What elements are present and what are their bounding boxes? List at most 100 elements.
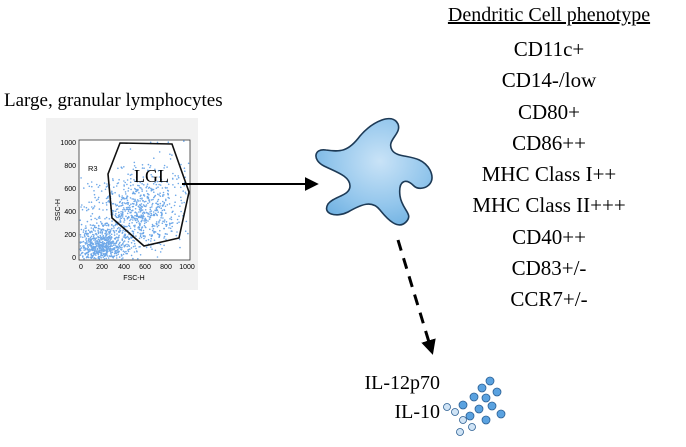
scatter-point	[131, 205, 134, 208]
scatter-point	[135, 190, 137, 193]
scatter-point	[143, 193, 145, 196]
scatter-point	[95, 226, 98, 229]
scatter-point	[84, 243, 87, 245]
scatter-point	[107, 248, 110, 250]
scatter-point	[94, 243, 97, 245]
scatter-point	[149, 206, 152, 209]
scatter-point	[169, 218, 171, 220]
scatter-point	[79, 234, 82, 236]
scatter-point	[93, 239, 95, 241]
scatter-point	[126, 235, 129, 238]
scatter-point	[91, 212, 94, 215]
scatter-point	[171, 154, 173, 156]
scatter-point	[114, 223, 117, 226]
scatter-point	[167, 141, 170, 143]
scatter-point	[105, 257, 107, 260]
scatter-point	[114, 224, 116, 227]
scatter-point	[126, 208, 129, 210]
scatter-point	[100, 257, 102, 259]
scatter-point	[139, 204, 142, 207]
scatter-point	[93, 257, 96, 259]
scatter-point	[126, 243, 128, 246]
scatter-point	[97, 252, 99, 255]
scatter-point	[85, 227, 87, 229]
scatter-point	[172, 184, 174, 186]
scatter-point	[81, 251, 84, 254]
scatter-point	[128, 222, 131, 225]
scatter-point	[85, 256, 88, 259]
scatter-point	[146, 211, 148, 214]
scatter-point	[104, 254, 106, 257]
scatter-point	[88, 248, 91, 250]
scatter-point	[148, 186, 151, 189]
scatter-point	[118, 250, 120, 253]
scatter-point	[185, 192, 187, 195]
scatter-point	[138, 226, 141, 229]
scatter-point	[112, 244, 115, 246]
scatter-point	[91, 224, 93, 227]
scatter-point	[97, 243, 99, 245]
x-tick: 0	[79, 264, 83, 271]
scatter-point	[156, 214, 158, 217]
scatter-point	[95, 257, 97, 260]
scatter-point	[161, 247, 163, 250]
scatter-point	[183, 140, 185, 142]
scatter-point	[108, 236, 111, 238]
scatter-point	[159, 195, 162, 197]
scatter-point	[109, 234, 111, 237]
scatter-point	[95, 241, 97, 243]
scatter-point	[170, 222, 173, 224]
scatter-point	[127, 237, 129, 239]
phenotype-marker: CD83+/-	[511, 256, 587, 281]
phenotype-marker: CCR7+/-	[510, 287, 588, 312]
scatter-point	[87, 229, 90, 232]
scatter-point	[132, 232, 135, 234]
scatter-point	[118, 195, 121, 198]
scatter-point	[111, 190, 113, 193]
scatter-point	[85, 230, 87, 232]
scatter-point	[92, 208, 94, 210]
scatter-point	[171, 225, 173, 228]
scatter-point	[150, 212, 152, 215]
scatter-point	[135, 221, 138, 224]
scatter-point	[150, 187, 152, 190]
scatter-point	[150, 237, 152, 240]
scatter-point	[158, 151, 161, 153]
scatter-point	[166, 166, 168, 168]
cytokine-label: IL-12p70	[364, 372, 440, 394]
scatter-point	[119, 221, 122, 223]
scatter-point	[177, 182, 180, 185]
scatter-point	[119, 230, 122, 232]
scatter-point	[176, 231, 178, 233]
scatter-point	[125, 252, 127, 255]
scatter-point	[123, 240, 126, 242]
scatter-point	[118, 194, 120, 196]
scatter-point	[141, 188, 143, 191]
scatter-point	[129, 174, 132, 176]
scatter-point	[136, 201, 138, 203]
scatter-point	[187, 162, 190, 165]
scatter-point	[141, 197, 143, 199]
scatter-point	[79, 245, 82, 247]
x-tick: 200	[96, 264, 108, 271]
scatter-point	[159, 243, 162, 246]
scatter-point	[174, 186, 176, 188]
scatter-point	[147, 163, 150, 166]
scatter-point	[116, 248, 119, 251]
scatter-point	[136, 181, 139, 183]
scatter-point	[152, 228, 155, 230]
scatter-point	[118, 205, 120, 208]
scatter-point	[133, 251, 136, 253]
scatter-point	[150, 210, 153, 212]
scatter-point	[111, 245, 113, 248]
y-tick: 400	[64, 209, 76, 216]
scatter-point	[114, 246, 116, 249]
scatter-point	[129, 184, 132, 187]
scatter-point	[101, 245, 103, 247]
scatter-point	[125, 250, 127, 253]
scatter-point	[118, 178, 120, 181]
scatter-point	[138, 208, 141, 210]
scatter-point	[141, 233, 143, 235]
scatter-point	[152, 198, 154, 201]
scatter-point	[97, 245, 99, 247]
